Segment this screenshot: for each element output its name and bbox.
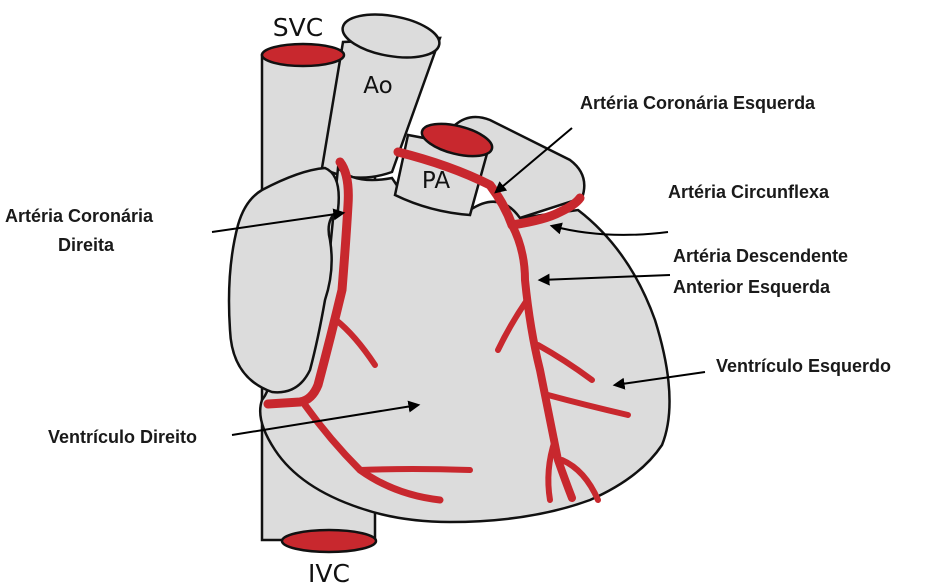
label-lad-line2: Anterior Esquerda <box>673 277 831 297</box>
label-right-coronary-line2: Direita <box>58 235 115 255</box>
label-left-coronary: Artéria Coronária Esquerda <box>580 93 816 113</box>
svc-opening <box>262 44 344 66</box>
label-right-coronary-line1: Artéria Coronária <box>5 206 154 226</box>
rca-branch-3 <box>360 469 470 470</box>
label-left-ventricle: Ventrículo Esquerdo <box>716 356 891 376</box>
label-pa: PA <box>422 168 450 194</box>
label-circumflex: Artéria Circunflexa <box>668 182 830 202</box>
label-right-ventricle: Ventrículo Direito <box>48 427 197 447</box>
label-svc: SVC <box>273 13 323 42</box>
label-ao: Ao <box>363 73 392 99</box>
ivc-opening <box>282 530 376 552</box>
label-ivc: IVC <box>308 559 350 587</box>
label-lad-line1: Artéria Descendente <box>673 246 848 266</box>
